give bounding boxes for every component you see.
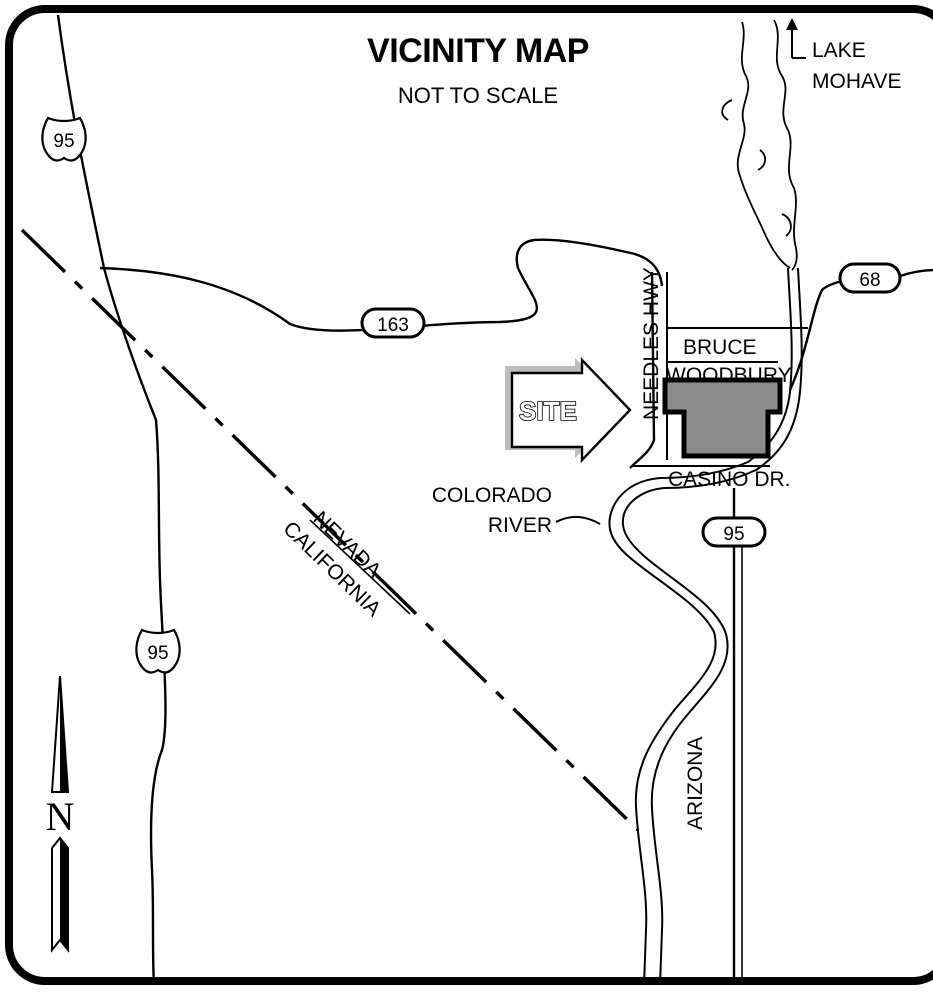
sr-163-highway <box>99 238 664 332</box>
lake-mohave-label: MOHAVE <box>812 70 901 93</box>
map-border <box>5 5 933 985</box>
us-95-shield-label: 95 <box>147 643 168 664</box>
us-95-shield: 95 <box>135 628 181 674</box>
us-95-shield-label: 95 <box>53 131 74 152</box>
site-parcel <box>662 377 783 459</box>
north-label: N <box>46 794 75 839</box>
state-line-label-bar <box>309 519 411 615</box>
colorado-river-label: RIVER <box>488 514 552 537</box>
sr-163-shield: 163 <box>360 307 426 339</box>
sr-68-shield: 68 <box>838 262 902 294</box>
colorado-river-label: COLORADO <box>432 484 552 507</box>
us-95-highway <box>56 14 167 986</box>
us-95-shield: 95 <box>701 516 767 548</box>
bruce-woodbury-label: BRUCE <box>683 336 757 359</box>
colorado-river <box>608 267 803 986</box>
us-95-shield: 95 <box>41 116 87 162</box>
sr-68-shield-label: 68 <box>859 270 880 291</box>
sr-163-shield-label: 163 <box>377 315 409 336</box>
arizona-label: ARIZONA <box>684 737 707 830</box>
needles-highway-label: NEEDLES HWY <box>640 267 663 420</box>
lake-mohave <box>721 19 798 271</box>
arrow-up-icon <box>786 18 806 59</box>
site-arrow-icon: SITE <box>505 357 632 463</box>
map-subtitle: NOT TO SCALE <box>398 83 558 108</box>
map-title: VICINITY MAP <box>367 32 589 70</box>
bruce-woodbury-road <box>667 327 808 363</box>
north-arrow-icon: N <box>46 675 75 953</box>
site-label: SITE <box>519 396 577 426</box>
lake-mohave-label: LAKE <box>812 39 866 62</box>
nevada-california-state-line <box>20 228 640 832</box>
colorado-river-leader <box>555 516 601 525</box>
casino-drive-label: CASINO DR. <box>668 468 791 491</box>
us-95-shield-label: 95 <box>723 524 744 545</box>
bruce-woodbury-label: WOODBURY <box>666 364 792 387</box>
